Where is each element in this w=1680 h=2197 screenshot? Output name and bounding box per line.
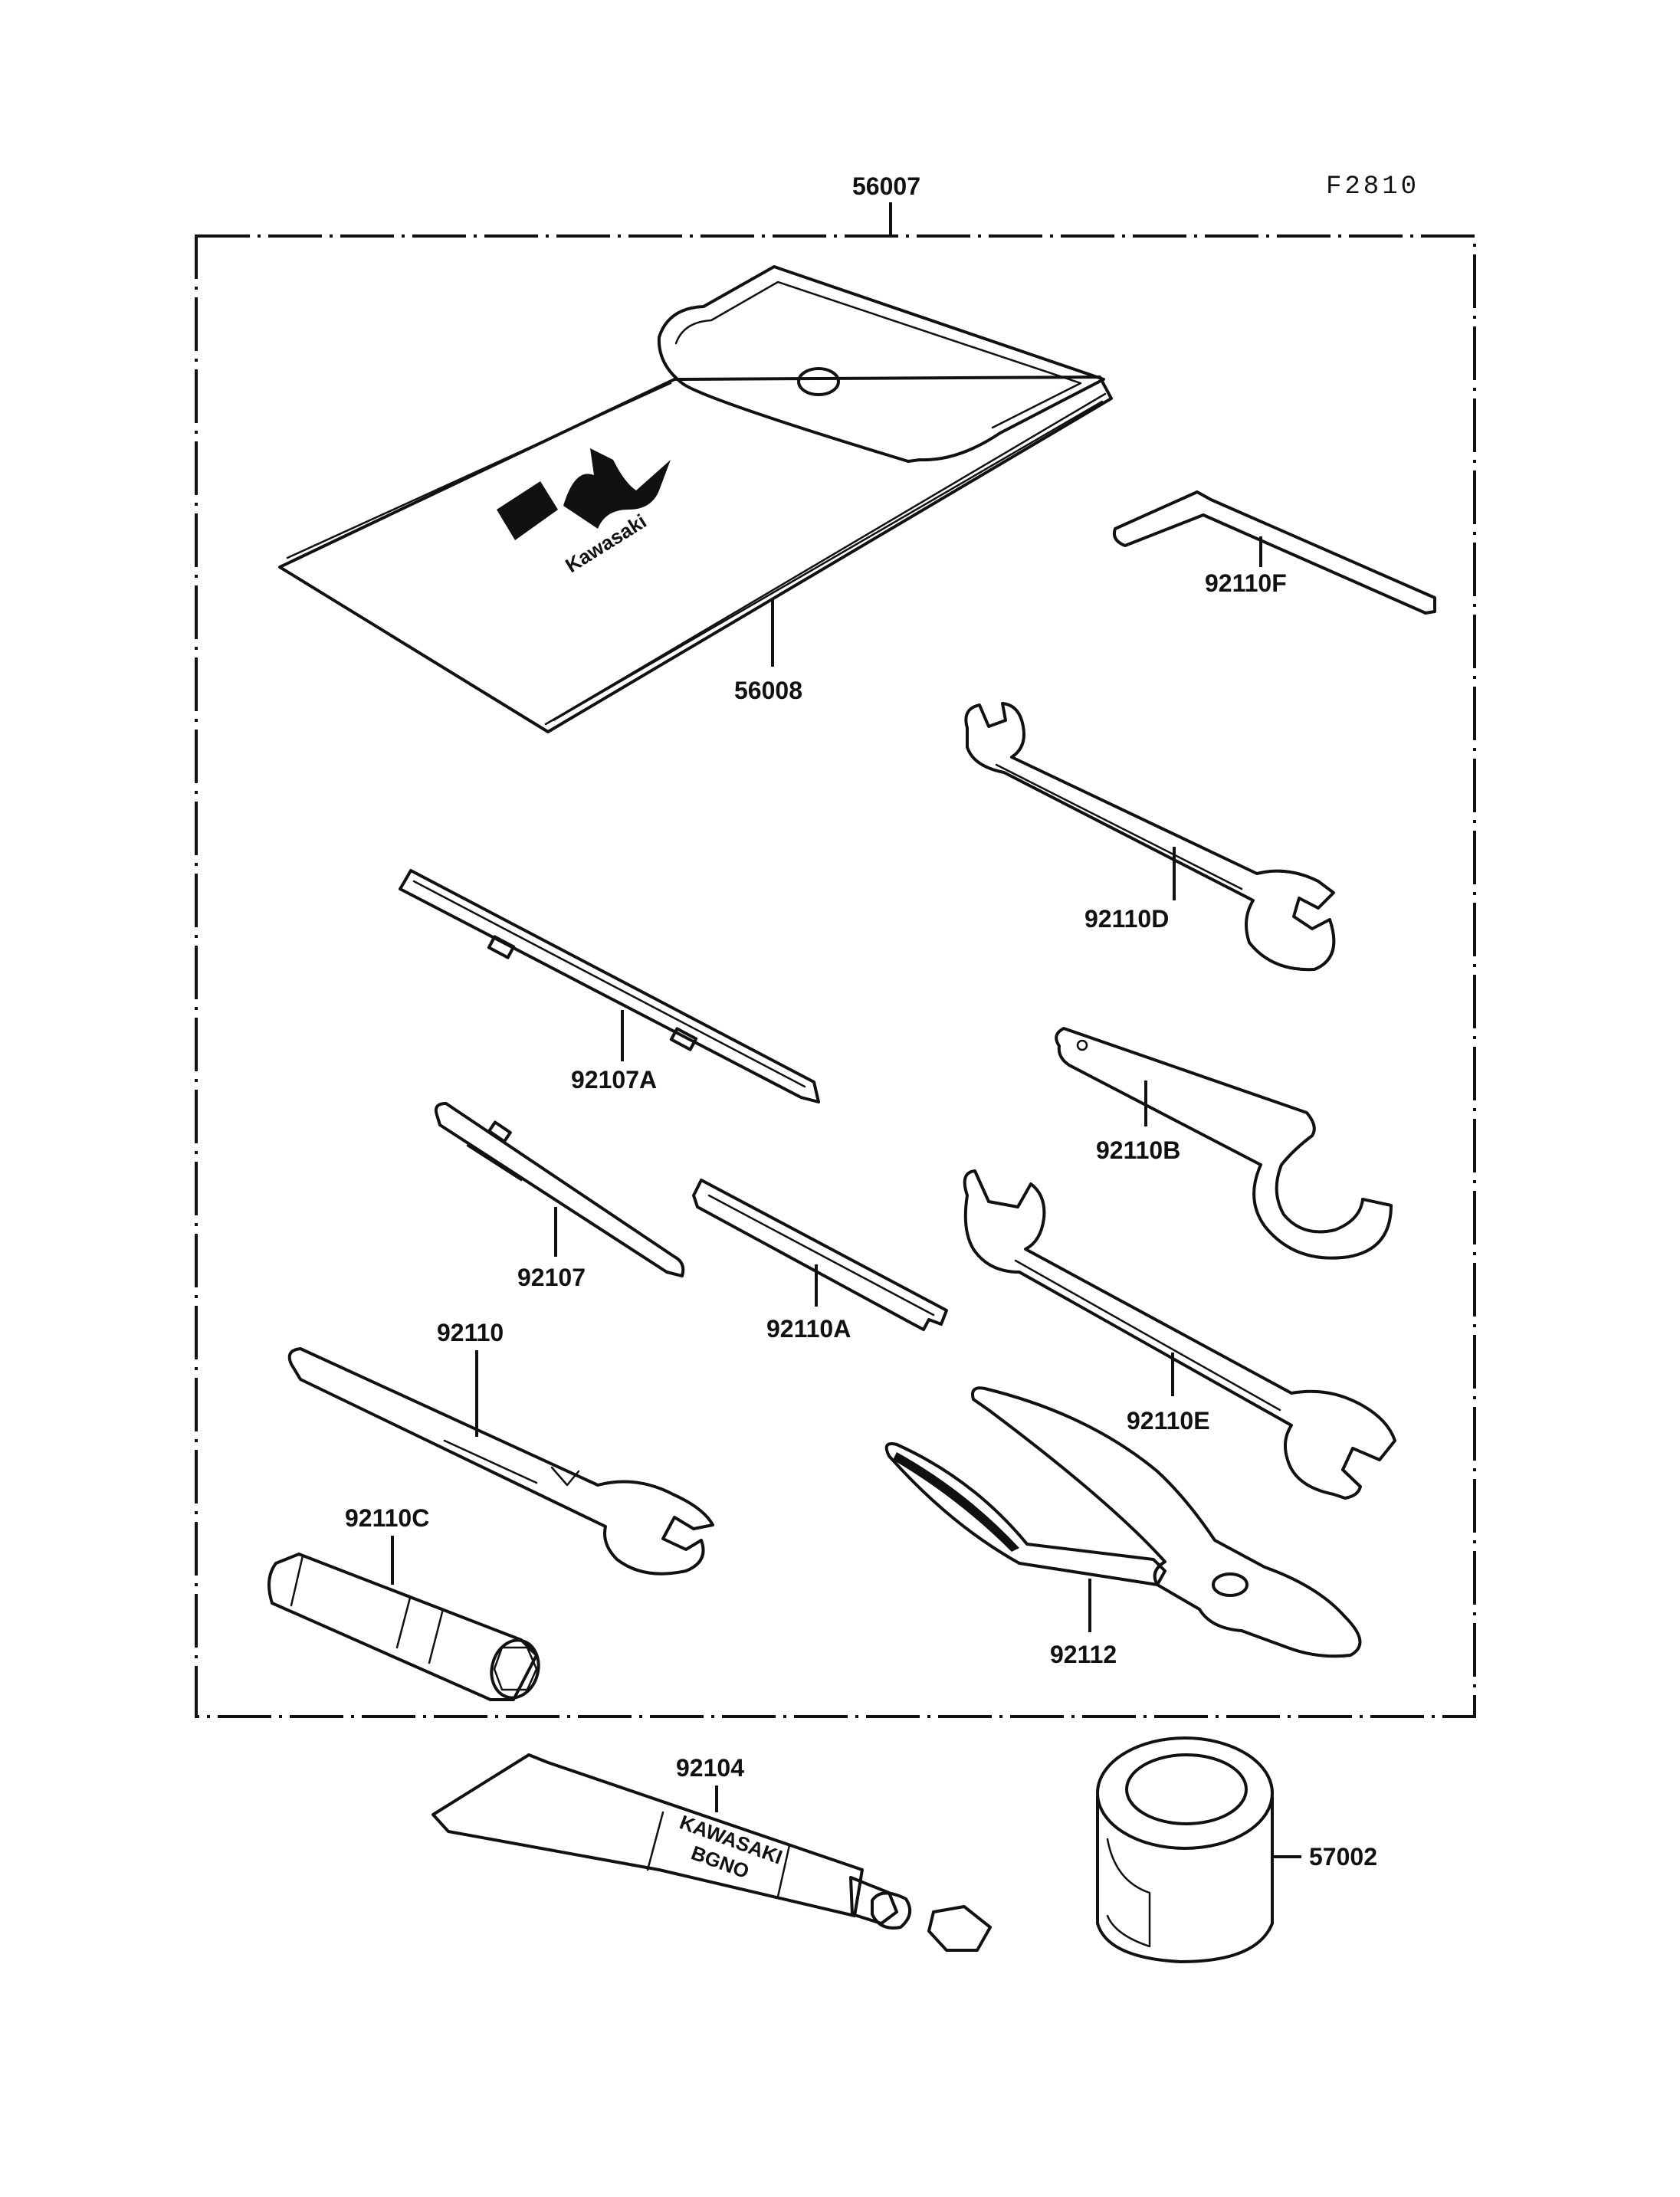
part-label-56008: 56008 (734, 677, 802, 704)
part-label-92110A: 92110A (766, 1315, 851, 1343)
part-92110F-hex-key[interactable]: 92110F (1112, 490, 1436, 615)
part-label-92110F: 92110F (1205, 569, 1287, 597)
pouch-body-outline (278, 375, 1113, 733)
part-label-56007: 56007 (852, 172, 920, 200)
part-92110B-hook-wrench[interactable]: 92110B (1055, 1027, 1393, 1260)
kawasaki-logo-icon: Kawasaki (497, 448, 671, 577)
part-label-92110B: 92110B (1096, 1136, 1180, 1164)
part-92107A-screwdriver[interactable]: 92107A (399, 869, 820, 1103)
tool-kit-frame (195, 234, 1476, 1718)
part-label-92104: 92104 (676, 1754, 744, 1782)
part-92110-wrench[interactable]: 92110 (287, 1319, 714, 1576)
figure-code: F2810 (1326, 172, 1419, 202)
part-92104-grease-tube[interactable]: 92104 KAWASAKI BGNO (431, 1753, 992, 1952)
part-label-92112: 92112 (1050, 1641, 1117, 1668)
part-label-92110E: 92110E (1127, 1407, 1210, 1435)
part-56008-tool-pouch[interactable]: Kawasaki 56008 (278, 265, 1113, 733)
part-label-92107: 92107 (517, 1264, 586, 1291)
part-92110C-plug-socket[interactable]: 92110C (267, 1504, 545, 1703)
part-56007[interactable]: 56007 (852, 172, 920, 236)
part-label-57002: 57002 (1309, 1843, 1377, 1871)
snap-button-icon (797, 367, 840, 396)
part-label-92107A: 92107A (571, 1066, 657, 1094)
part-57002-grease-can[interactable]: 57002 (1096, 1736, 1377, 1963)
part-label-92110: 92110 (437, 1319, 504, 1346)
part-92110D-wrench[interactable]: 92110D (964, 702, 1336, 972)
part-92107-screwdriver[interactable]: 92107 (434, 1102, 685, 1291)
svg-text:Kawasaki: Kawasaki (561, 510, 650, 577)
part-label-92110D: 92110D (1084, 905, 1169, 933)
part-label-92110C: 92110C (345, 1504, 429, 1532)
part-92110E-wrench[interactable]: 92110E (963, 1169, 1396, 1500)
part-92112-pliers[interactable]: 92112 (884, 1386, 1362, 1668)
pouch-flap (657, 265, 1105, 463)
pliers-grip-lower (884, 1442, 1166, 1586)
part-92110A-flat-spanner[interactable]: 92110A (692, 1179, 948, 1343)
